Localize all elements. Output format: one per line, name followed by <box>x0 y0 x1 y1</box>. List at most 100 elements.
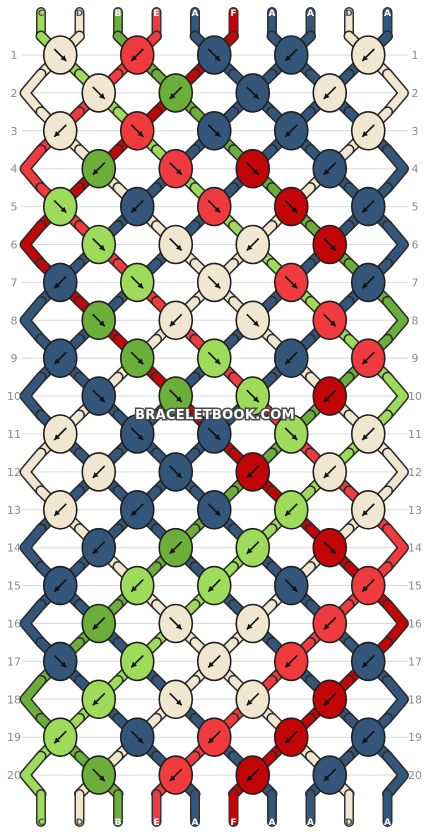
row-number-right: 8 <box>412 314 419 327</box>
thread-letter-bottom: B <box>115 818 122 828</box>
knot-arrowhead <box>285 737 292 744</box>
knot <box>235 603 271 644</box>
knot <box>350 565 386 606</box>
thread-letter-top: E <box>153 9 159 19</box>
row-number-left: 9 <box>11 352 18 365</box>
knot <box>81 300 117 341</box>
knot-arrowhead <box>131 661 138 668</box>
knot <box>158 148 194 189</box>
knot <box>235 679 271 720</box>
knot-arrowhead <box>169 775 176 782</box>
row-number-right: 7 <box>412 276 419 289</box>
knot <box>350 186 386 227</box>
knot-arrowhead <box>98 396 105 403</box>
thread-edge <box>383 145 408 192</box>
knot <box>158 527 194 568</box>
knot-arrowhead <box>54 585 61 592</box>
row-number-left: 5 <box>11 201 18 214</box>
row-number-left: 1 <box>11 49 18 62</box>
row-number-left: 3 <box>11 125 18 138</box>
knot <box>196 111 232 151</box>
knot-arrowhead <box>175 699 182 706</box>
knot-arrowhead <box>169 93 176 99</box>
thread-letter-bottom: A <box>384 818 391 828</box>
knot-arrowhead <box>252 168 259 175</box>
thread-edge <box>21 373 45 420</box>
knot-arrowhead <box>98 320 105 327</box>
knot <box>81 376 117 416</box>
knot <box>119 641 155 682</box>
knot-arrowhead <box>169 547 176 554</box>
knot <box>158 224 194 265</box>
knot-arrowhead <box>131 206 138 213</box>
knot <box>273 35 309 75</box>
thread-letter-bottom: D <box>345 818 352 828</box>
knot <box>119 111 155 151</box>
row-number-left: 13 <box>7 504 21 517</box>
thread-letter-top: A <box>307 9 314 19</box>
knot <box>119 35 155 75</box>
knot <box>312 376 348 416</box>
knot-arrowhead <box>214 282 221 289</box>
knot-arrowhead <box>246 472 253 478</box>
knot <box>81 603 117 644</box>
knot <box>81 452 117 492</box>
row-number-left: 16 <box>7 618 21 631</box>
knot-arrowhead <box>131 510 138 516</box>
knot-arrowhead <box>54 434 61 440</box>
thread-edge <box>383 297 408 344</box>
knot <box>196 565 232 606</box>
knot-arrowhead <box>329 547 336 554</box>
thread-edge <box>21 145 45 192</box>
watermark-text: BRACELETBOOK.COM <box>135 408 295 423</box>
knot <box>119 565 155 606</box>
knot <box>81 527 117 568</box>
knot-arrowhead <box>175 472 182 478</box>
knot-arrowhead <box>137 434 144 440</box>
knot-arrowhead <box>214 510 221 516</box>
knot-arrowhead <box>214 131 221 137</box>
knot <box>158 603 194 644</box>
thread-letter-top: C <box>38 9 45 19</box>
row-number-right: 12 <box>408 466 422 479</box>
thread-edge <box>383 676 408 723</box>
thread-edge <box>383 752 408 799</box>
knot <box>350 262 386 303</box>
row-number-right: 13 <box>408 504 422 517</box>
knot-arrowhead <box>362 55 369 61</box>
knot <box>312 679 348 720</box>
knot-arrowhead <box>285 358 292 365</box>
knot <box>42 414 78 454</box>
knot <box>273 186 309 227</box>
knot-arrowhead <box>54 510 61 516</box>
thread-edge <box>21 221 45 268</box>
row-number-right: 10 <box>408 390 422 403</box>
thread-edge <box>21 676 45 723</box>
knot-arrowhead <box>137 282 144 289</box>
knot <box>42 641 78 682</box>
thread-letter-top: A <box>192 9 199 19</box>
knot <box>42 111 78 151</box>
row-number-left: 7 <box>11 276 18 289</box>
row-number-left: 20 <box>7 769 21 782</box>
knot <box>273 111 309 151</box>
knot <box>42 565 78 606</box>
knot-arrowhead <box>362 282 369 289</box>
knot-arrowhead <box>92 168 99 175</box>
knot <box>273 641 309 682</box>
thread-edge <box>383 69 408 116</box>
knot <box>158 73 194 113</box>
row-number-right: 2 <box>412 87 419 100</box>
knot <box>350 338 386 379</box>
row-number-right: 9 <box>412 352 419 365</box>
knot <box>42 35 78 75</box>
knot-arrowhead <box>54 358 61 365</box>
thread-edge <box>21 297 45 344</box>
knot <box>119 262 155 303</box>
knot-arrowhead <box>246 244 253 251</box>
knot <box>158 452 194 492</box>
knot-arrowhead <box>208 661 215 668</box>
knot <box>350 111 386 151</box>
knot-arrowhead <box>329 244 336 251</box>
